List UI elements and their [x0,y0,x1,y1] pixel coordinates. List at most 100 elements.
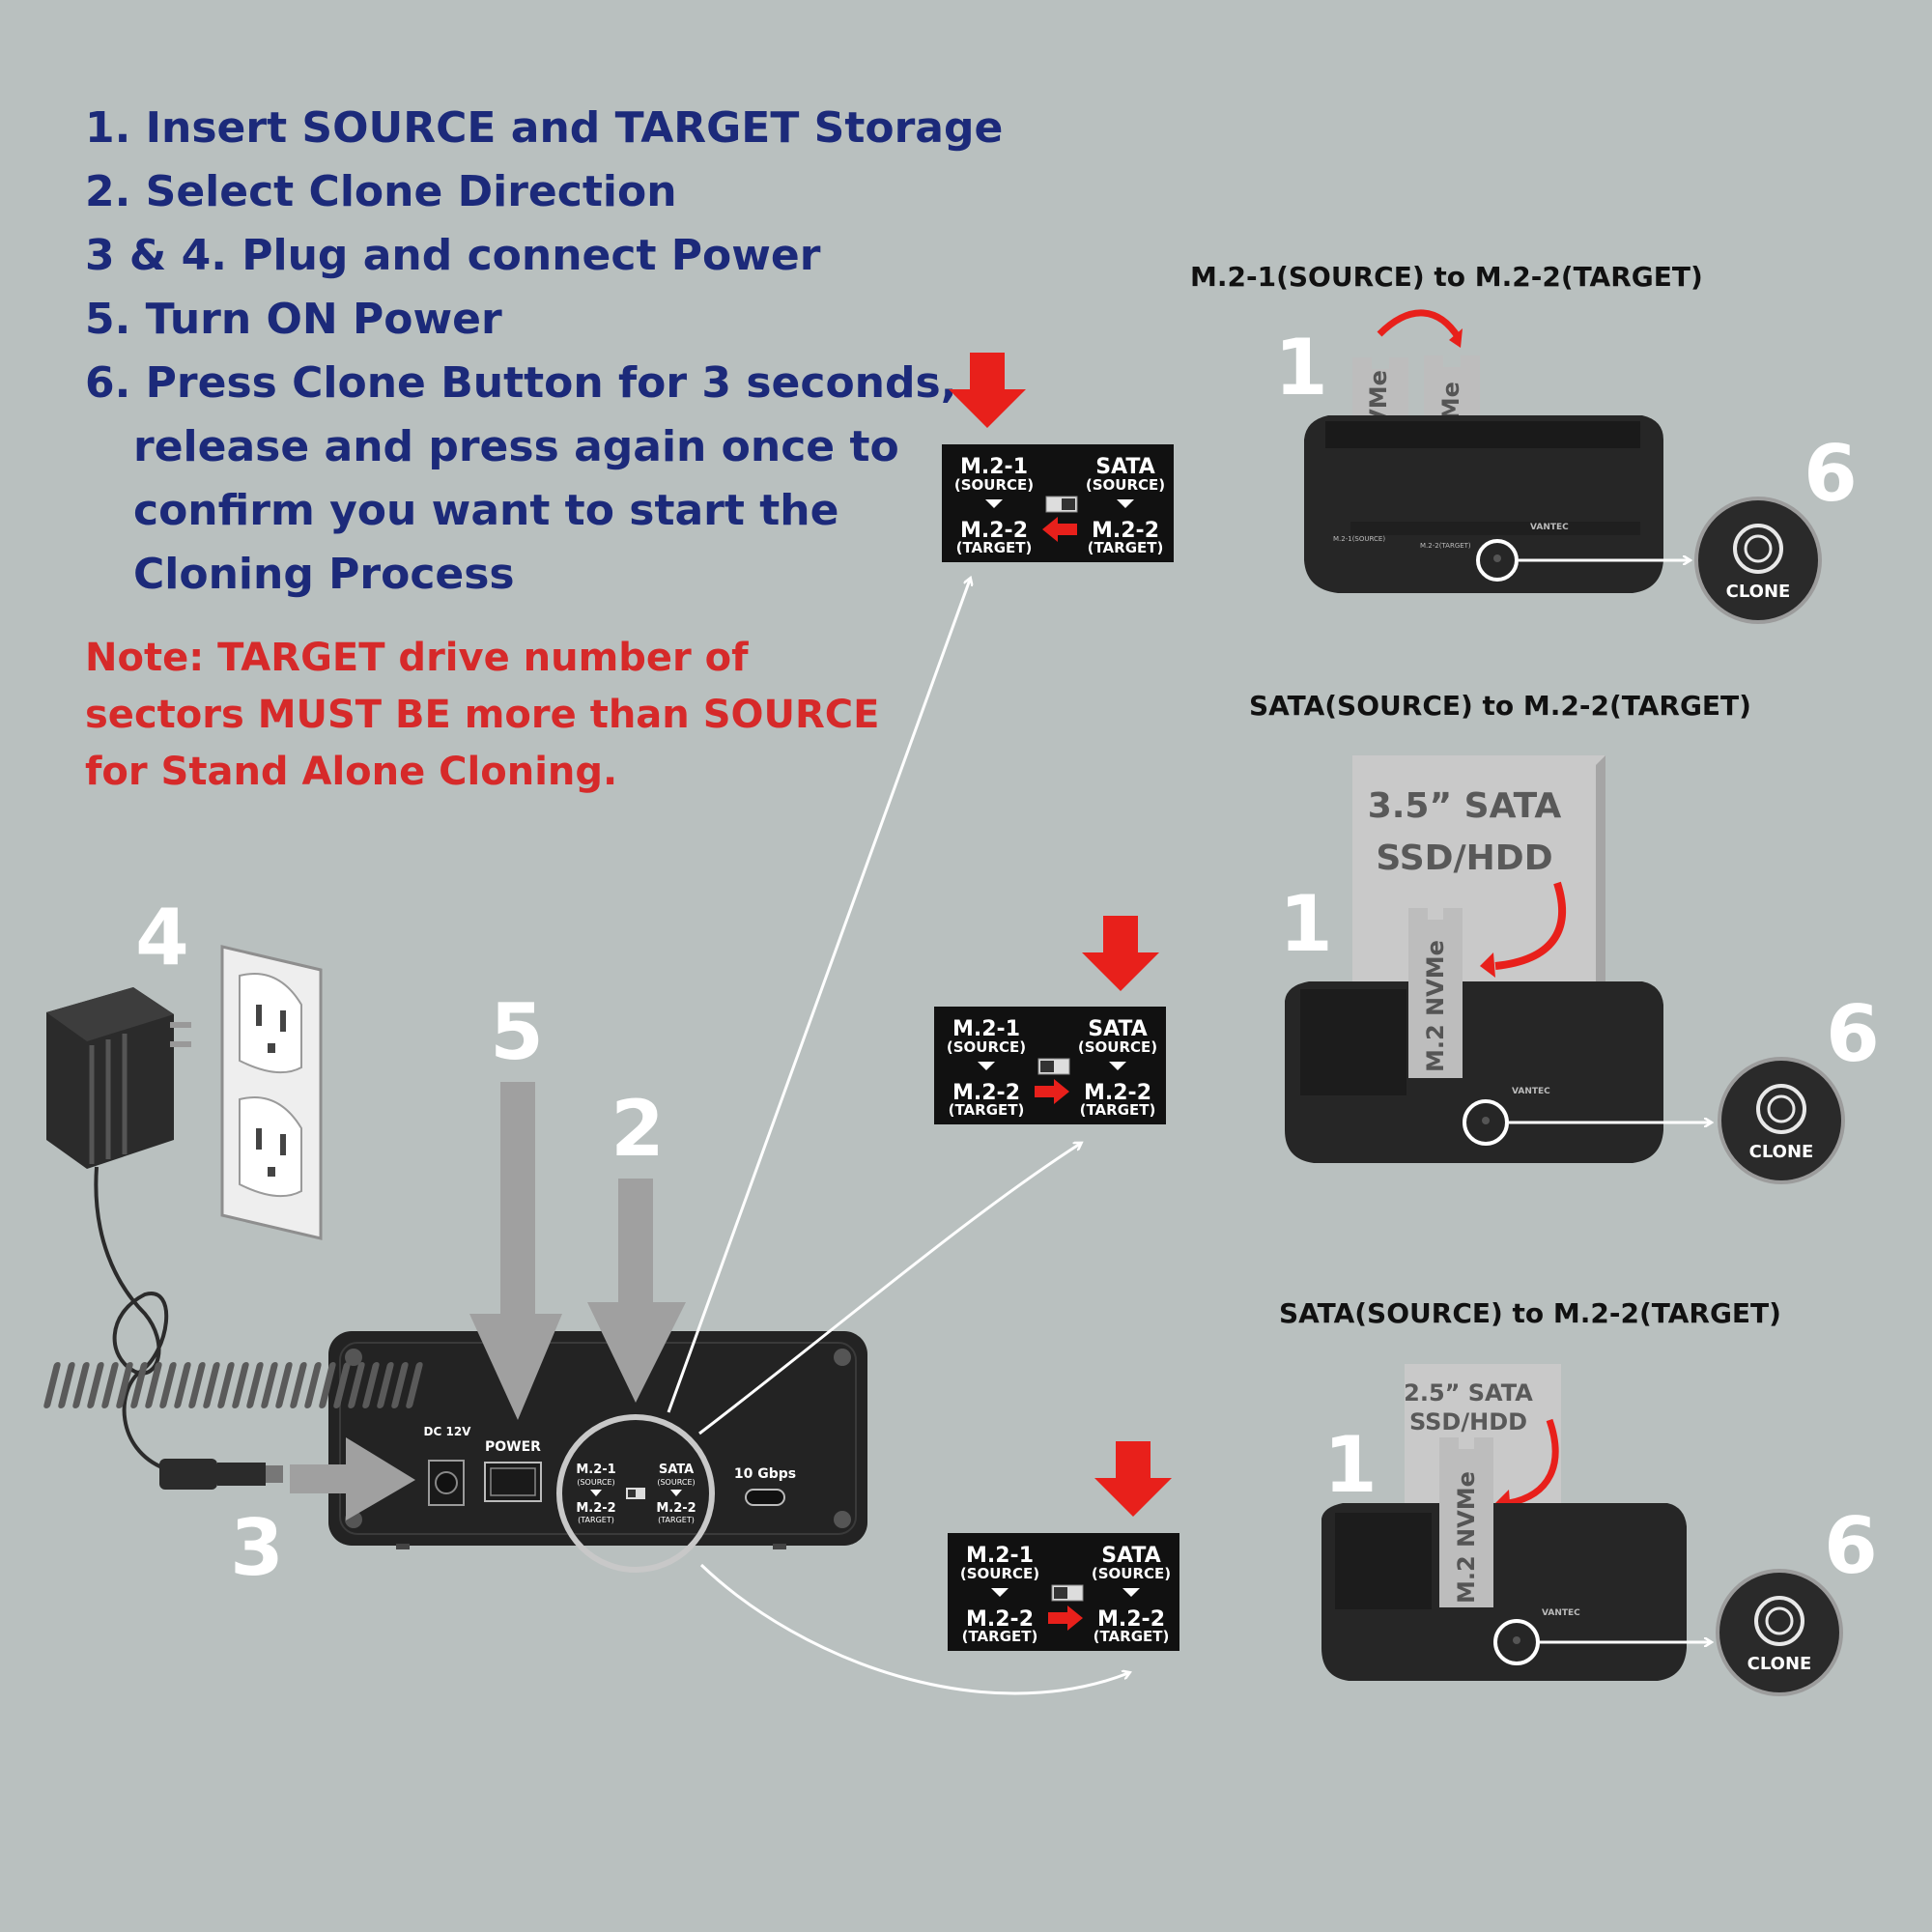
panel-2-direction-arrow [1035,1079,1069,1104]
warning-note: Note: TARGET drive number of sectors MUS… [85,630,880,801]
instruction-step-6-cont-2: confirm you want to start the [133,486,839,535]
instruction-step-6-cont-3: Cloning Process [133,550,515,599]
panel-1-m22-left: M.2-2 [960,519,1028,543]
dock-scenario-1: M.2 NVMe M.2 NVMe M.2-1(SOURCE) M.2-2(TA… [1304,309,1689,593]
clone-button-1[interactable]: CLONE [1694,497,1822,624]
power-adapter [46,987,191,1169]
scenario-1-step-1: 1 [1274,323,1328,412]
instruction-step-1: 1. Insert SOURCE and TARGET Storage [85,103,1004,153]
scenario-2-hdd-label-2: SSD/HDD [1376,838,1552,878]
note-line-2: sectors MUST BE more than SOURCE [85,693,880,737]
port-label: 10 Gbps [734,1466,796,1482]
panel-2-sata-source: (SOURCE) [1078,1038,1157,1056]
clone-icon [1733,524,1783,574]
switch-panel-2: M.2-1(SOURCE)SATA(SOURCE)M.2-2(TARGET)M.… [934,916,1166,1124]
scenario-1-brand: VANTEC [1530,523,1569,532]
dock-scenario-2: 3.5” SATA SSD/HDD M.2 NVMe VANTEC [1285,755,1710,1163]
scenario-3-hdd-label-1: 2.5” SATA [1404,1379,1533,1406]
rear-switch-m21-sub: (SOURCE) [577,1478,614,1487]
dock-scenario-3: 2.5” SATA SSD/HDD M.2 NVMe VANTEC [1321,1364,1710,1681]
panel-2-m22-left: M.2-2 [952,1081,1020,1105]
scenario-3-step-6: 6 [1824,1501,1878,1591]
panel-2-sata-label: SATA [1088,1017,1148,1041]
rear-switch-m22-b: M.2-2 [656,1501,696,1516]
clone-icon [1754,1596,1804,1646]
switch-panel-1: M.2-1(SOURCE)SATA(SOURCE)M.2-2(TARGET)M.… [942,353,1174,562]
rear-switch-m21: M.2-1 [576,1463,615,1477]
scenario-2-step-6: 6 [1826,989,1880,1079]
panel-2-m21-label: M.2-1 [952,1017,1020,1041]
red-down-arrow-1 [949,353,1026,428]
panel-3-target-right: (TARGET) [1094,1628,1170,1645]
panel-1-target-right: (TARGET) [1088,539,1164,556]
panel-3-sata-label: SATA [1101,1544,1161,1568]
panel-2-m21-source: (SOURCE) [947,1038,1026,1056]
rear-switch-m22-b-sub: (TARGET) [658,1516,695,1524]
scenario-3-drive-target [1439,1437,1493,1607]
scenario-1-step-6: 6 [1804,429,1858,519]
step-number-3: 3 [230,1503,284,1593]
wall-outlet [220,945,323,1240]
panel-2-target-right: (TARGET) [1080,1101,1156,1119]
scenario-3-brand: VANTEC [1542,1608,1580,1618]
gray-step-arrows [290,1082,686,1520]
svg-text:M.2-2(TARGET): M.2-2(TARGET) [1420,542,1471,550]
scenario-3-title: SATA(SOURCE) to M.2-2(TARGET) [1279,1297,1781,1329]
clone-icon [1756,1084,1806,1134]
panel-1-direction-arrow [1042,517,1077,542]
rear-switch-sata-sub: (SOURCE) [657,1478,695,1487]
panel-3-target-left: (TARGET) [962,1628,1038,1645]
power-label: POWER [485,1439,541,1455]
rear-switch-m22-a-sub: (TARGET) [578,1516,614,1524]
panel-1-sata-source: (SOURCE) [1086,476,1165,494]
dock-rear-panel: DC 12V POWER M.2-1 (SOURCE) SATA (SOURCE… [43,1331,867,1573]
switch-highlight-circle [556,1414,715,1573]
instruction-step-2: 2. Select Clone Direction [85,167,677,216]
panel-3-m21-source: (SOURCE) [960,1565,1039,1582]
scenario-2-brand: VANTEC [1512,1087,1550,1096]
scenario-2-step-1: 1 [1279,879,1333,969]
instruction-step-6-cont-1: release and press again once to [133,422,899,471]
switch-panel-3: M.2-1(SOURCE)SATA(SOURCE)M.2-2(TARGET)M.… [948,1441,1179,1651]
scenario-1-clone-button-highlight [1476,539,1519,582]
panel-1-m21-label: M.2-1 [960,455,1028,479]
instruction-step-5: 5. Turn ON Power [85,295,502,344]
usb-c-port [745,1489,785,1506]
vent-slots [43,1362,423,1408]
panel-2-m22-right: M.2-2 [1084,1081,1151,1105]
arrow-step-2 [587,1179,686,1403]
scenario-2-hdd-label-1: 3.5” SATA [1368,786,1562,826]
panel-1-target-left: (TARGET) [956,539,1033,556]
panel-2-target-left: (TARGET) [949,1101,1025,1119]
power-cable [94,1166,169,1470]
scenario-3-hdd-label-2: SSD/HDD [1409,1408,1527,1435]
scenario-3-clone-button-highlight [1493,1619,1540,1665]
panel-3-m21-label: M.2-1 [966,1544,1034,1568]
clone-button-label: CLONE [1747,1654,1812,1674]
panel-3-direction-arrow [1048,1605,1083,1631]
instruction-step-6: 6. Press Clone Button for 3 seconds, [85,358,957,408]
scenario-2-drive-b-label: M.2 NVMe [1422,940,1449,1072]
panel-3-m22-left: M.2-2 [966,1607,1034,1632]
note-line-1: Note: TARGET drive number of [85,636,749,680]
scenario-3-drive-b-label: M.2 NVMe [1453,1471,1480,1604]
step-number-5: 5 [490,987,544,1077]
scenario-1-title: M.2-1(SOURCE) to M.2-2(TARGET) [1190,261,1703,293]
panel-3-sata-source: (SOURCE) [1092,1565,1171,1582]
instructions-list: 1. Insert SOURCE and TARGET Storage 2. S… [85,97,1004,607]
clone-button-2[interactable]: CLONE [1718,1057,1845,1184]
scenario-3-step-1: 1 [1323,1420,1378,1510]
rear-switch-m22-a: M.2-2 [576,1501,615,1516]
red-down-arrow-3 [1094,1441,1172,1517]
rear-switch-sata: SATA [659,1463,694,1477]
dc-label: DC 12V [424,1425,472,1438]
clone-button-label: CLONE [1749,1142,1814,1162]
step-number-4: 4 [135,893,189,982]
panel-3-m22-right: M.2-2 [1097,1607,1165,1632]
clone-button-3[interactable]: CLONE [1716,1569,1843,1696]
panel-1-sata-label: SATA [1095,455,1155,479]
panel-1-m21-source: (SOURCE) [954,476,1034,494]
arrow-step-3 [290,1437,415,1520]
